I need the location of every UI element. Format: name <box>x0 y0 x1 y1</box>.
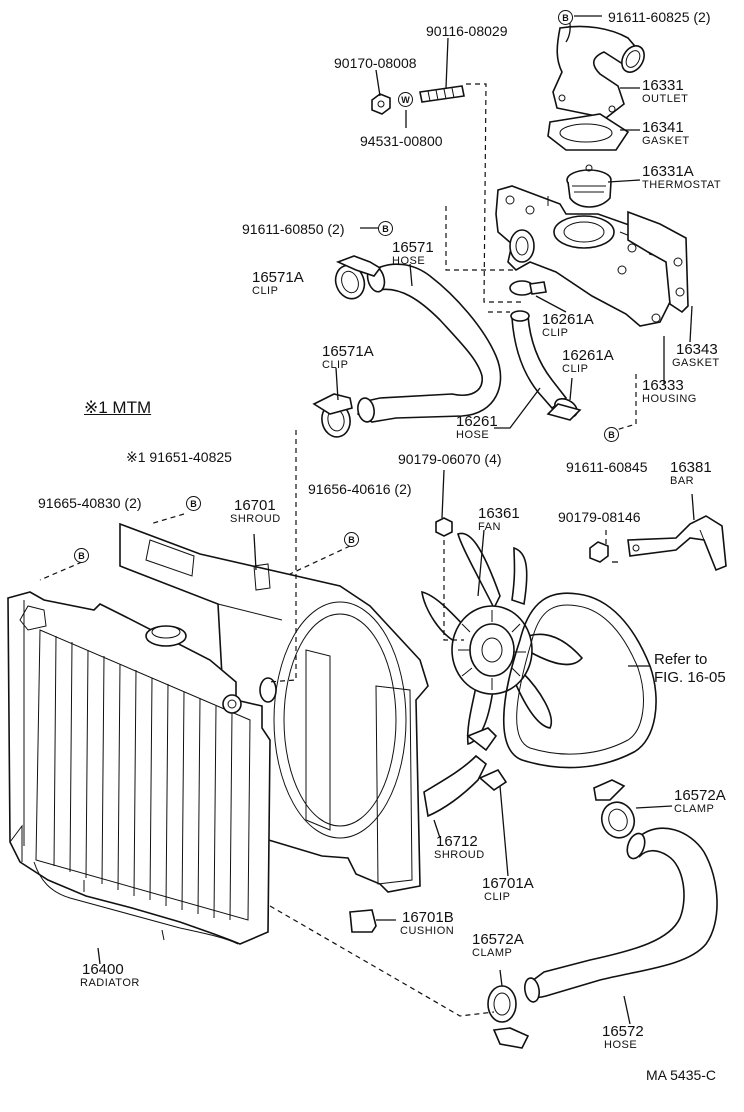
bolt-marker: B <box>74 548 89 563</box>
v-belt-part <box>502 592 657 769</box>
label-housing: HOUSING <box>642 393 697 405</box>
radiator-part <box>7 591 277 945</box>
label-16572: 16572 <box>602 1023 644 1040</box>
label-clamp-1: CLAMP <box>674 803 715 815</box>
label-16701: 16701 <box>234 497 276 514</box>
bolt-marker: B <box>186 496 201 511</box>
outlet-gasket-part <box>547 113 630 151</box>
label-16400: 16400 <box>82 961 124 978</box>
label-91665-40830: 91665-40830 (2) <box>38 495 142 511</box>
label-16701A: 16701A <box>482 875 534 892</box>
label-cushion: CUSHION <box>400 925 455 937</box>
nut-part <box>371 93 391 115</box>
label-gasket-1: GASKET <box>642 135 690 147</box>
label-16381: 16381 <box>670 459 712 476</box>
label-91611-60850: 91611-60850 (2) <box>242 221 345 237</box>
dashed-connectors <box>39 83 637 1017</box>
lower-hose-clamp-1 <box>593 779 636 839</box>
bar-part <box>627 515 727 572</box>
bypass-hose-clip-2 <box>546 398 582 421</box>
label-90179-08146: 90179-08146 <box>558 509 641 525</box>
bypass-hose-part <box>510 310 568 410</box>
label-clip-5: CLIP <box>484 891 511 903</box>
label-16571A-1: 16571A <box>252 269 304 286</box>
leader-lines <box>97 15 695 1025</box>
label-16701B: 16701B <box>402 909 454 926</box>
label-hose-3: HOSE <box>604 1039 638 1051</box>
refer-note-line2: FIG. 16-05 <box>654 669 726 686</box>
water-housing-part <box>495 185 677 327</box>
lower-shroud-part <box>423 727 498 818</box>
label-90179-06070: 90179-06070 (4) <box>398 451 502 467</box>
thermostat-part <box>566 164 612 208</box>
label-clip-3: CLIP <box>322 359 349 371</box>
label-16341: 16341 <box>642 119 684 136</box>
fan-part <box>421 532 584 746</box>
label-16261A-1: 16261A <box>542 311 594 328</box>
mtm-note: ※1 MTM <box>84 398 152 417</box>
label-gasket-2: GASKET <box>672 357 720 369</box>
label-91651-40825: ※1 91651-40825 <box>126 449 232 465</box>
bypass-hose-clip-1 <box>509 280 547 296</box>
label-hose-2: HOSE <box>456 429 490 441</box>
bolt-marker: B <box>604 427 619 442</box>
label-16572A-2: 16572A <box>472 931 524 948</box>
bolt-marker: B <box>378 221 393 236</box>
cushion-part <box>349 909 377 933</box>
washer-marker: W <box>398 92 413 107</box>
shroud-clip-part <box>478 768 508 792</box>
label-16571: 16571 <box>392 239 434 256</box>
label-90170-08008: 90170-08008 <box>334 55 417 71</box>
label-16331: 16331 <box>642 77 684 94</box>
label-clip-4: CLIP <box>562 363 589 375</box>
label-90116-08029: 90116-08029 <box>426 23 508 39</box>
label-94531-00800: 94531-00800 <box>360 133 443 149</box>
label-clip-2: CLIP <box>542 327 569 339</box>
label-clamp-2: CLAMP <box>472 947 513 959</box>
bolt-marker: B <box>558 10 573 25</box>
label-fan: FAN <box>478 521 501 533</box>
label-16261: 16261 <box>456 413 498 430</box>
label-16343: 16343 <box>676 341 718 358</box>
upper-hose-part <box>357 263 502 423</box>
label-outlet: OUTLET <box>642 93 689 105</box>
label-shroud-2: SHROUD <box>434 849 485 861</box>
label-16571A-2: 16571A <box>322 343 374 360</box>
upper-hose-clip-2 <box>312 393 353 438</box>
upper-hose-clip-1 <box>334 255 382 300</box>
stud-bolt-part <box>419 85 465 103</box>
figure-code: MA 5435-C <box>646 1067 717 1083</box>
label-radiator: RADIATOR <box>80 977 140 989</box>
label-16712: 16712 <box>436 833 478 850</box>
label-16572A-1: 16572A <box>674 787 726 804</box>
label-bar: BAR <box>670 475 695 487</box>
label-16333: 16333 <box>642 377 684 394</box>
bar-bolt-part <box>589 541 609 563</box>
label-16331A: 16331A <box>642 163 694 180</box>
label-hose-1: HOSE <box>392 255 426 267</box>
label-thermostat: THERMOSTAT <box>642 179 722 191</box>
housing-gasket-part <box>627 210 689 314</box>
label-91656-40616: 91656-40616 (2) <box>308 481 412 497</box>
label-16361: 16361 <box>478 505 520 522</box>
label-16261A-2: 16261A <box>562 347 614 364</box>
lower-hose-clamp-2 <box>487 985 530 1049</box>
label-91611-60825: 91611-60825 (2) <box>608 9 711 25</box>
bolt-marker: B <box>344 532 359 547</box>
refer-note-line1: Refer to <box>654 651 708 668</box>
label-91611-60845: 91611-60845 <box>566 459 648 475</box>
fan-bolt-part <box>435 517 453 537</box>
label-clip-1: CLIP <box>252 285 279 297</box>
label-shroud-1: SHROUD <box>230 513 281 525</box>
water-outlet-part <box>552 25 645 119</box>
lower-hose-part <box>523 827 718 1003</box>
